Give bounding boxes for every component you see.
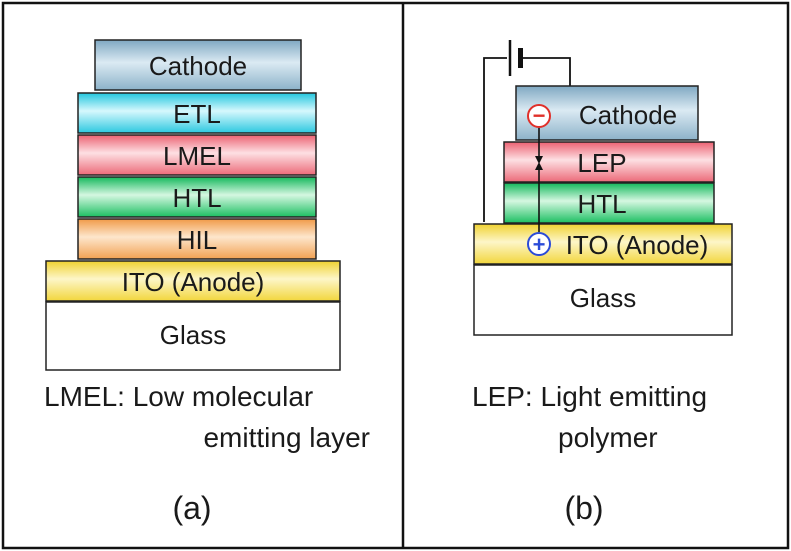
electron-minus-icon bbox=[527, 104, 551, 128]
panel-b-cathode-label: Cathode bbox=[579, 100, 677, 130]
panel-b-lep-label: LEP bbox=[577, 148, 626, 178]
panel-a-lmel-layer bbox=[77, 134, 317, 176]
panel-a-caption-line2: emitting layer bbox=[203, 422, 370, 453]
panel-b-caption-line1: LEP: Light emitting bbox=[472, 381, 707, 412]
panel-a-ito-label: ITO (Anode) bbox=[122, 267, 265, 297]
panel-a-glass-layer bbox=[45, 301, 341, 371]
panel-a-cathode-label: Cathode bbox=[149, 51, 247, 81]
panel-b-glass-layer bbox=[473, 264, 733, 336]
panel-b-glass-label: Glass bbox=[570, 283, 636, 313]
panel-a-etl-label: ETL bbox=[173, 99, 221, 129]
hole-plus-symbol: + bbox=[533, 232, 546, 257]
panel-a-cathode-layer bbox=[94, 39, 302, 91]
panel-a-lmel-label: LMEL bbox=[163, 141, 231, 171]
panel-a-hil-label: HIL bbox=[177, 225, 217, 255]
panel-b-caption-line2: polymer bbox=[558, 422, 658, 453]
panel-b: Cathode LEP HTL ITO (Anode) Glass − + LE… bbox=[472, 40, 733, 526]
circuit-wire-right bbox=[522, 57, 571, 86]
panel-b-htl-label: HTL bbox=[577, 189, 626, 219]
hole-plus-icon bbox=[527, 232, 551, 256]
panel-a: Cathode ETL LMEL HTL HIL ITO (Anode) Gla… bbox=[44, 39, 370, 526]
battery-short-plate bbox=[518, 48, 523, 68]
panel-b-ito-label: ITO (Anode) bbox=[566, 230, 709, 260]
panel-a-tag: (a) bbox=[172, 490, 211, 526]
panel-a-glass-label: Glass bbox=[160, 320, 226, 350]
panel-a-hil-layer bbox=[77, 218, 317, 260]
panel-a-etl-layer bbox=[77, 92, 317, 134]
panel-a-caption-line1: LMEL: Low molecular bbox=[44, 381, 313, 412]
panel-b-tag: (b) bbox=[564, 490, 603, 526]
electron-minus-symbol: − bbox=[533, 103, 546, 128]
panel-b-ito-layer bbox=[473, 223, 733, 265]
panel-a-htl-label: HTL bbox=[172, 183, 221, 213]
circuit-wire-left bbox=[483, 57, 507, 222]
panel-a-ito-layer bbox=[45, 260, 341, 302]
panel-a-htl-layer bbox=[77, 176, 317, 218]
